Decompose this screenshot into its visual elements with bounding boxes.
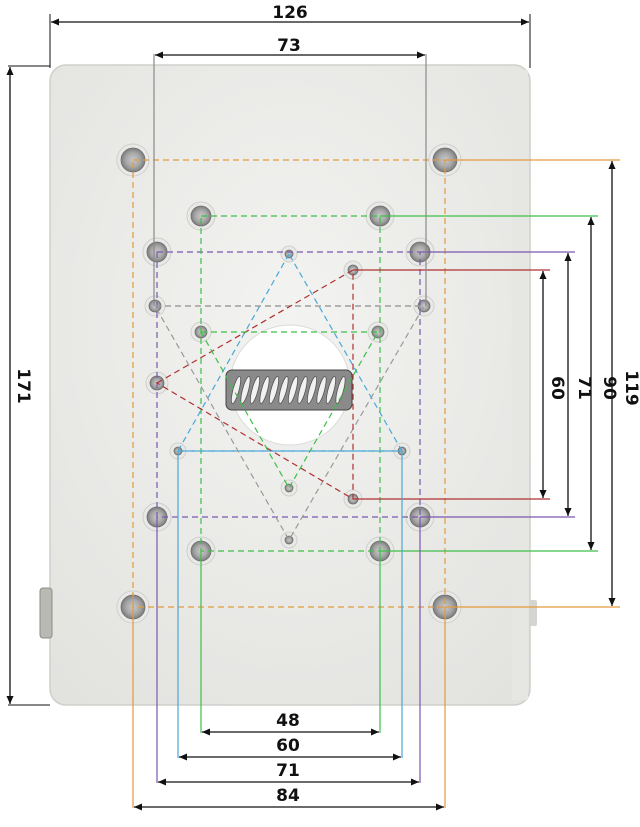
dim-label-overall-width: 126 (272, 3, 308, 23)
guide-rect-purple (156, 251, 421, 518)
dim-label-bottom-width-3: 71 (276, 761, 300, 781)
strap-slot (335, 376, 346, 404)
side-clip-left (39, 587, 53, 639)
side-clip-right (529, 600, 537, 626)
strap-slot (268, 376, 280, 404)
strap-slot (287, 376, 299, 404)
strap-slot (316, 376, 327, 404)
strap-slot (297, 376, 308, 404)
guide-rect-orange (132, 159, 446, 608)
dim-label-overall-height: 171 (13, 368, 33, 404)
dim-label-top-inner-width: 73 (277, 36, 301, 56)
strap-slots (230, 376, 346, 404)
guide-rect-green (200, 215, 381, 552)
dim-label-right-height-1: 119 (621, 370, 640, 406)
dim-label-bottom-width-4: 84 (276, 786, 300, 806)
strap-slot (306, 376, 318, 404)
strap-slot (325, 376, 337, 404)
mounting-hole (284, 483, 294, 493)
guide-triangle-red (155, 268, 354, 501)
dim-label-right-height-2: 90 (599, 376, 619, 400)
mounting-hole (284, 535, 294, 545)
dim-label-bottom-width-1: 48 (276, 711, 300, 731)
plate-right-edge (512, 70, 528, 700)
guide-lines (132, 54, 620, 808)
strap-slot (278, 376, 289, 404)
strap-slot (249, 376, 261, 404)
dimension-lines (6, 14, 616, 811)
strap-slot (259, 376, 270, 404)
dim-label-right-height-4: 60 (547, 376, 567, 400)
guide-triangle-blue (176, 252, 404, 452)
pole-opening (225, 324, 353, 446)
dim-label-bottom-width-2: 60 (276, 736, 300, 756)
dim-label-right-height-3: 71 (574, 376, 594, 400)
